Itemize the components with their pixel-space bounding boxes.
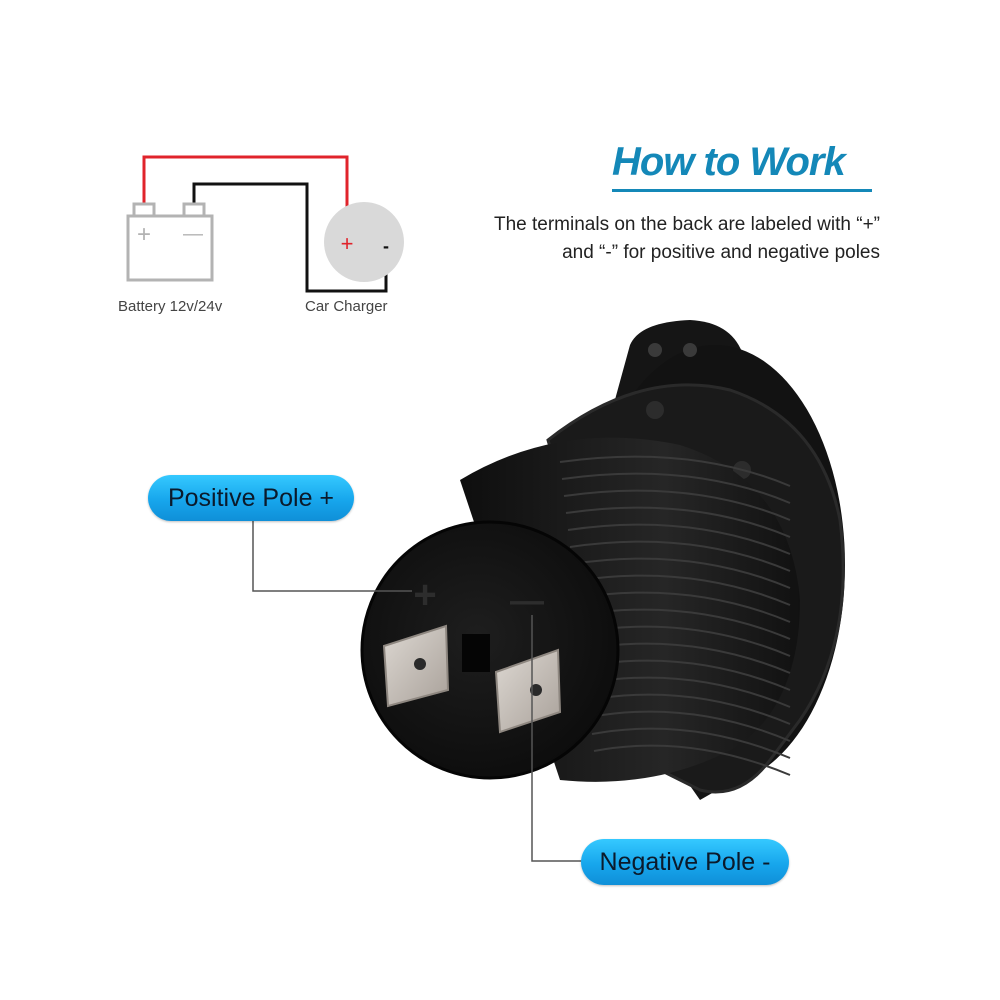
positive-terminal — [382, 624, 450, 708]
thread-line — [573, 574, 791, 606]
thread-line — [569, 540, 791, 572]
battery-plus-sign: + — [137, 221, 151, 248]
battery-label: Battery 12v/24v — [118, 298, 223, 315]
battery-minus-sign: — — [183, 223, 203, 245]
thread-line — [565, 506, 791, 538]
charger-plus-sign: + — [341, 231, 354, 256]
thread-line — [589, 710, 791, 742]
thread-line — [593, 744, 791, 776]
negative-terminal — [494, 648, 562, 734]
battery-icon: + — — [126, 202, 214, 282]
thread-line — [571, 557, 791, 589]
terminal-minus-mark: — — [510, 582, 544, 620]
positive-pole-callout: Positive Pole + — [148, 475, 354, 521]
socket-product-image: + — — [360, 320, 845, 800]
negative-leader-line — [531, 615, 583, 862]
description: The terminals on the back are labeled wi… — [440, 211, 880, 267]
charger-label: Car Charger — [305, 298, 388, 315]
thread-line — [591, 727, 791, 759]
thread-line — [567, 523, 791, 555]
thread-line — [563, 489, 791, 521]
thread-line — [587, 693, 791, 725]
title-underline — [612, 189, 872, 192]
charger-icon: + - — [324, 202, 404, 282]
description-line-1: The terminals on the back are labeled wi… — [493, 214, 880, 235]
charger-minus-sign: - — [383, 236, 389, 256]
thread-line — [561, 472, 791, 504]
terminal-plus-mark: + — [413, 573, 436, 617]
positive-wire — [142, 155, 349, 232]
thread-line — [559, 455, 791, 487]
page-title: How to Work — [612, 140, 846, 184]
wiring-diagram: + — + - — [126, 155, 404, 293]
positive-leader-line — [252, 518, 412, 592]
negative-wire — [192, 182, 388, 293]
description-line-2: and “-” for positive and negative poles — [562, 242, 880, 263]
negative-pole-callout: Negative Pole - — [581, 839, 789, 885]
